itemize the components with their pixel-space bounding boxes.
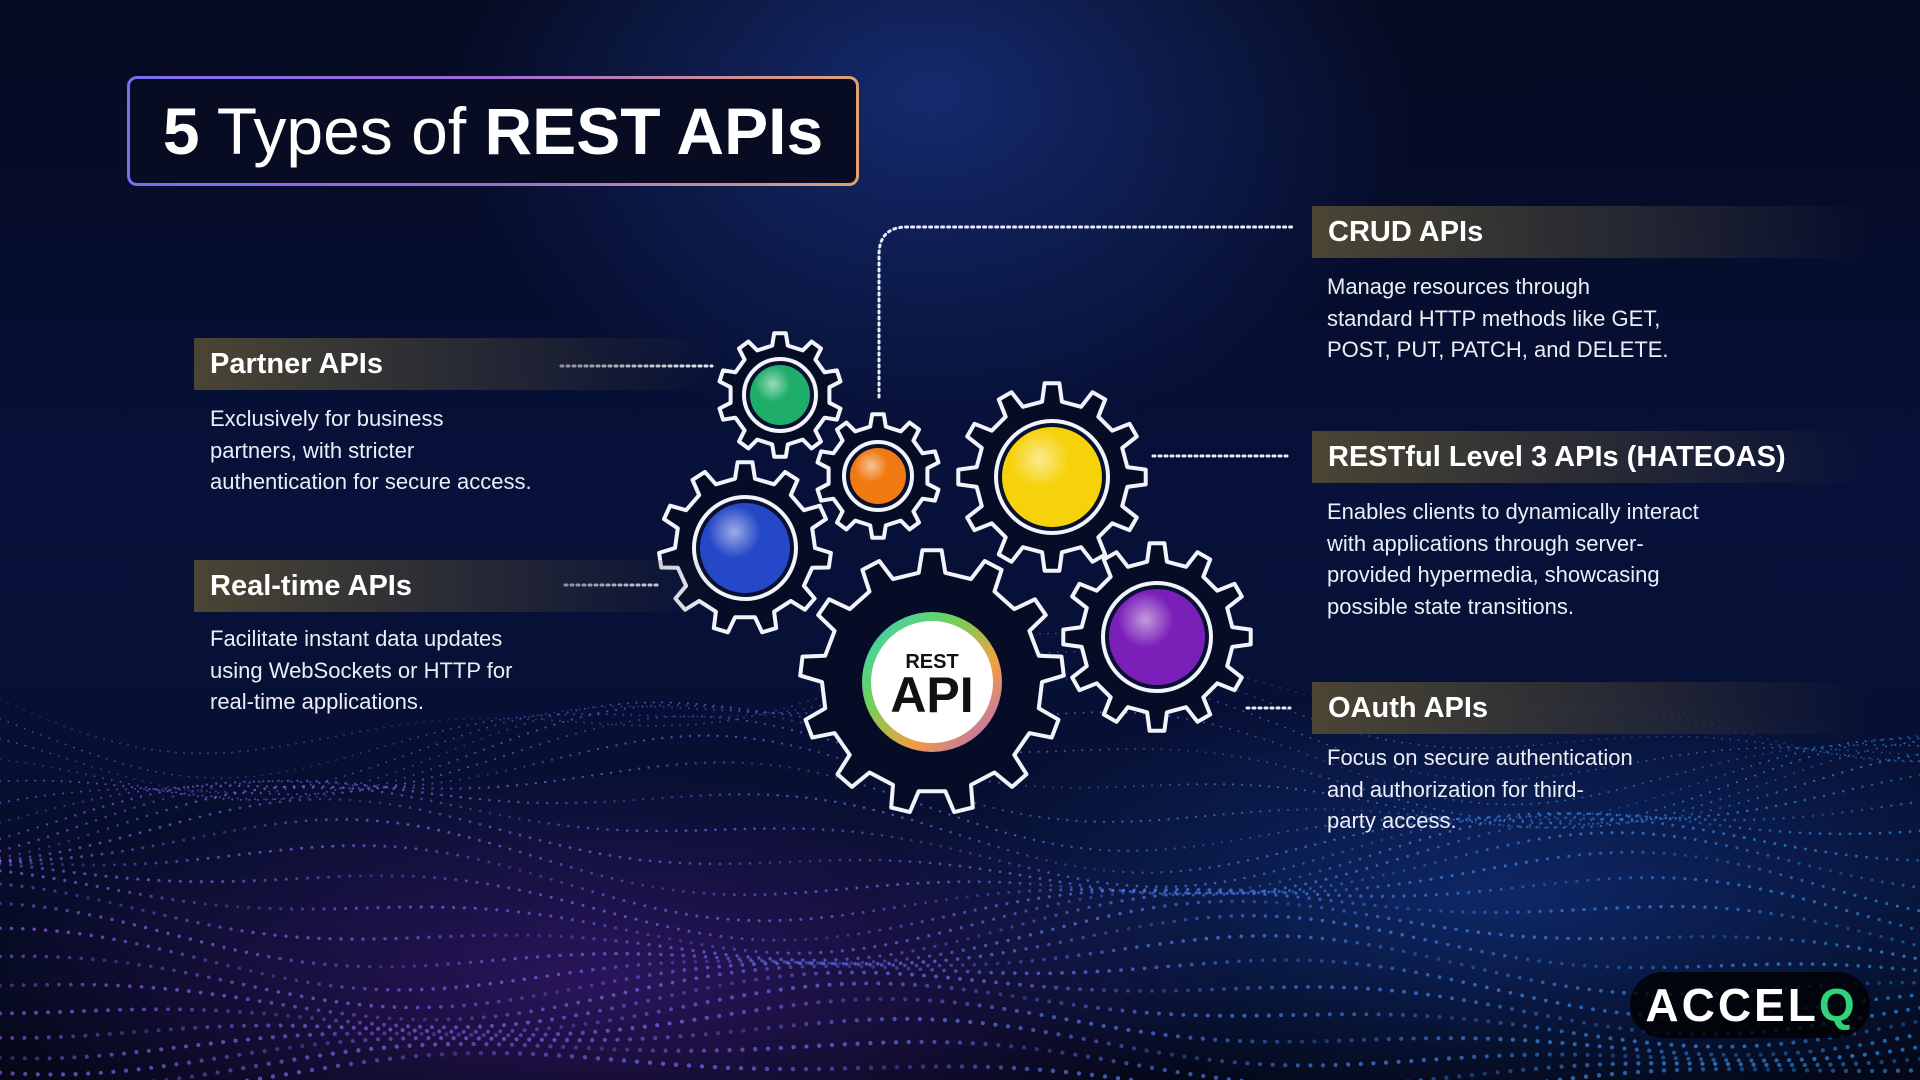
gear-purple xyxy=(1061,541,1253,733)
card-crud-line: Manage resources through xyxy=(1327,274,1590,299)
card-crud-title: CRUD APIs xyxy=(1312,206,1872,258)
card-restful-line: possible state transitions. xyxy=(1327,593,1575,619)
card-crud-line: POST, PUT, PATCH, and DELETE. xyxy=(1327,337,1669,362)
card-restful-line: provided hypermedia, showcasing xyxy=(1327,562,1660,587)
card-realtime-line: real-time applications. xyxy=(210,689,424,714)
card-partner-line: authentication for secure access. xyxy=(210,469,532,494)
card-partner-line: Exclusively for business xyxy=(210,406,444,431)
gear-orange xyxy=(815,412,941,540)
card-restful-desc: Enables clients to dynamically interact … xyxy=(1327,496,1699,622)
center-api-badge: REST API xyxy=(862,612,1002,752)
card-realtime-desc: Facilitate instant data updates using We… xyxy=(210,623,512,718)
card-crud-desc: Manage resources through standard HTTP m… xyxy=(1327,271,1669,366)
page-title: 5 Types of REST APIs xyxy=(127,76,859,186)
card-partner-title-text: Partner APIs xyxy=(210,347,383,380)
card-crud-title-text: CRUD APIs xyxy=(1328,215,1484,248)
card-realtime-title: Real-time APIs xyxy=(194,560,718,612)
card-realtime-line: Facilitate instant data updates xyxy=(210,626,503,651)
logo-accent-text: Q xyxy=(1818,979,1855,1031)
card-restful-line: Enables clients to dynamically interact xyxy=(1327,499,1699,524)
gear-yellow xyxy=(956,381,1148,573)
title-bold: REST APIs xyxy=(484,94,824,168)
gear-green xyxy=(717,331,843,459)
title-number: 5 xyxy=(162,94,200,168)
logo-text: ACCEL xyxy=(1645,979,1819,1031)
card-restful-title: RESTful Level 3 APIs (HATEOAS) xyxy=(1312,431,1872,483)
card-partner-desc: Exclusively for business partners, with … xyxy=(210,403,532,498)
card-restful-line: with applications through server- xyxy=(1327,530,1644,556)
card-oauth-desc: Focus on secure authentication and autho… xyxy=(1327,742,1633,837)
card-partner-title: Partner APIs xyxy=(194,338,718,390)
card-partner-line: partners, with stricter xyxy=(210,437,415,463)
card-realtime-line: using WebSockets or HTTP for xyxy=(210,657,513,683)
badge-api-text: API xyxy=(890,667,973,723)
title-middle: Types of xyxy=(199,94,485,168)
card-oauth-title-text: OAuth APIs xyxy=(1328,691,1489,724)
card-oauth-line: party access. xyxy=(1327,808,1457,833)
card-oauth-line: Focus on secure authentication xyxy=(1327,745,1633,770)
card-oauth-line: and authorization for third- xyxy=(1327,776,1584,802)
badge-rest-text: REST xyxy=(905,651,958,673)
card-oauth-title: OAuth APIs xyxy=(1312,682,1872,734)
card-crud-line: standard HTTP methods like GET, xyxy=(1327,305,1661,331)
card-realtime-title-text: Real-time APIs xyxy=(210,569,412,602)
card-restful-title-text: RESTful Level 3 APIs (HATEOAS) xyxy=(1328,440,1786,473)
